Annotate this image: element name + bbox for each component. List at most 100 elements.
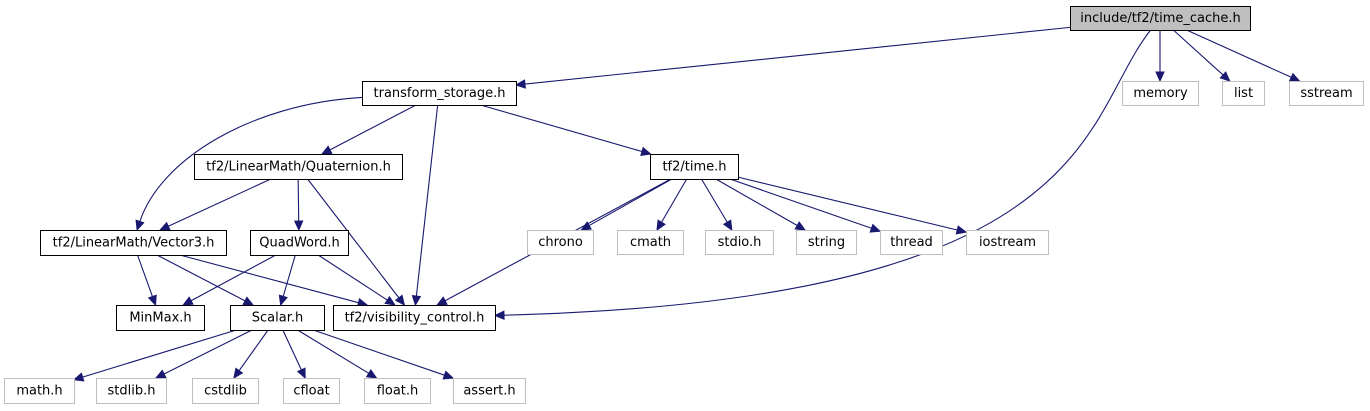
arrowhead-icon — [1288, 72, 1301, 82]
node-box — [1289, 81, 1364, 106]
edge-scalar-to-assert — [313, 329, 455, 380]
edge-line — [307, 178, 400, 299]
arrowhead-icon — [296, 367, 306, 380]
node-box — [617, 230, 684, 255]
node-transform_storage[interactable]: transform_storage.h — [362, 81, 517, 106]
node-assert: assert.h — [453, 378, 526, 404]
node-label: Scalar.h — [252, 311, 303, 326]
node-float: float.h — [364, 378, 431, 404]
node-box — [40, 230, 227, 256]
arrowhead-icon — [411, 295, 422, 307]
node-quaternion[interactable]: tf2/LinearMath/Quaternion.h — [194, 154, 403, 180]
node-box — [364, 378, 431, 404]
node-memory: memory — [1122, 81, 1199, 106]
arrowhead-icon — [135, 219, 145, 232]
node-box — [194, 154, 403, 180]
node-box — [230, 305, 325, 331]
node-label: memory — [1133, 86, 1188, 101]
node-box — [453, 378, 526, 404]
edge-quaternion-to-quadword — [293, 178, 304, 232]
node-box — [1070, 6, 1251, 31]
arrowhead-icon — [722, 219, 733, 232]
node-visibility[interactable]: tf2/visibility_control.h — [333, 305, 496, 331]
edge-line — [313, 329, 445, 376]
edge-line — [139, 96, 363, 222]
node-time[interactable]: tf2/time.h — [650, 154, 739, 180]
node-label: thread — [890, 235, 933, 250]
edge-time_cache-to-transform_storage — [514, 26, 1071, 89]
arrowhead-icon — [394, 294, 406, 306]
node-box — [333, 305, 496, 331]
edge-vector3-to-visibility — [179, 254, 369, 308]
node-box — [250, 230, 349, 256]
node-label: chrono — [538, 235, 583, 250]
node-label: stdlib.h — [108, 384, 156, 399]
node-box — [880, 230, 943, 255]
node-label: MinMax.h — [129, 311, 191, 326]
edge-line — [156, 254, 246, 302]
edge-line — [1186, 29, 1292, 78]
arrowhead-icon — [320, 145, 333, 155]
edge-time_cache-to-visibility — [493, 29, 1152, 320]
edge-time-to-cmath — [656, 178, 688, 232]
edge-quadword-to-minmax — [182, 254, 277, 306]
node-label: cfloat — [293, 384, 329, 399]
node-stdio: stdio.h — [705, 230, 774, 255]
node-time_cache[interactable]: include/tf2/time_cache.h — [1070, 6, 1251, 31]
edge-time_cache-to-sstream — [1186, 29, 1301, 82]
arrowhead-icon — [72, 372, 85, 382]
node-string: string — [796, 230, 857, 255]
node-label: include/tf2/time_cache.h — [1080, 11, 1241, 26]
edge-line — [190, 254, 277, 302]
node-label: stdio.h — [718, 235, 762, 250]
edge-line — [661, 178, 688, 223]
arrowhead-icon — [955, 225, 968, 235]
node-box — [966, 230, 1049, 255]
edge-line — [282, 254, 296, 297]
node-label: string — [808, 235, 845, 250]
node-quadword[interactable]: QuadWord.h — [250, 230, 349, 256]
node-scalar[interactable]: Scalar.h — [230, 305, 325, 331]
node-label: float.h — [377, 384, 419, 399]
arrowhead-icon — [794, 221, 807, 231]
arrowhead-icon — [384, 295, 396, 306]
edge-line — [297, 178, 300, 222]
edge-scalar-to-stdlib — [154, 329, 253, 379]
node-vector3[interactable]: tf2/LinearMath/Vector3.h — [40, 230, 227, 256]
arrowhead-icon — [159, 221, 171, 231]
edge-scalar-to-cfloat — [282, 329, 306, 380]
node-sstream: sstream — [1289, 81, 1364, 106]
edge-line — [480, 104, 643, 153]
node-label: iostream — [979, 235, 1036, 250]
node-label: tf2/LinearMath/Vector3.h — [53, 236, 215, 251]
arrowhead-icon — [493, 310, 505, 320]
edge-time_cache-to-memory — [1155, 30, 1165, 83]
arrowhead-icon — [365, 368, 378, 379]
edge-time-to-string — [715, 178, 807, 231]
edge-scalar-to-math — [72, 329, 237, 382]
node-box — [116, 305, 205, 331]
node-cstdlib: cstdlib — [192, 378, 259, 404]
node-stdlib: stdlib.h — [96, 378, 167, 404]
edge-line — [588, 178, 673, 227]
arrowhead-icon — [182, 296, 194, 306]
arrowhead-icon — [154, 369, 167, 379]
node-minmax[interactable]: MinMax.h — [116, 305, 205, 331]
node-label: list — [1234, 86, 1253, 101]
edge-quadword-to-scalar — [278, 254, 296, 307]
node-list: list — [1222, 81, 1265, 106]
node-iostream: iostream — [966, 230, 1049, 255]
edge-line — [715, 178, 798, 227]
edge-line — [282, 329, 302, 371]
arrowhead-icon — [242, 296, 255, 306]
node-box — [527, 230, 594, 255]
edge-transform_storage-to-vector3 — [135, 96, 363, 232]
edge-line — [168, 178, 272, 227]
node-box — [705, 230, 774, 255]
edge-scalar-to-float — [297, 329, 378, 379]
node-label: tf2/visibility_control.h — [345, 311, 485, 326]
arrowhead-icon — [147, 294, 157, 307]
node-label: assert.h — [463, 384, 515, 399]
node-label: math.h — [16, 384, 62, 399]
arrowhead-icon — [656, 219, 666, 232]
